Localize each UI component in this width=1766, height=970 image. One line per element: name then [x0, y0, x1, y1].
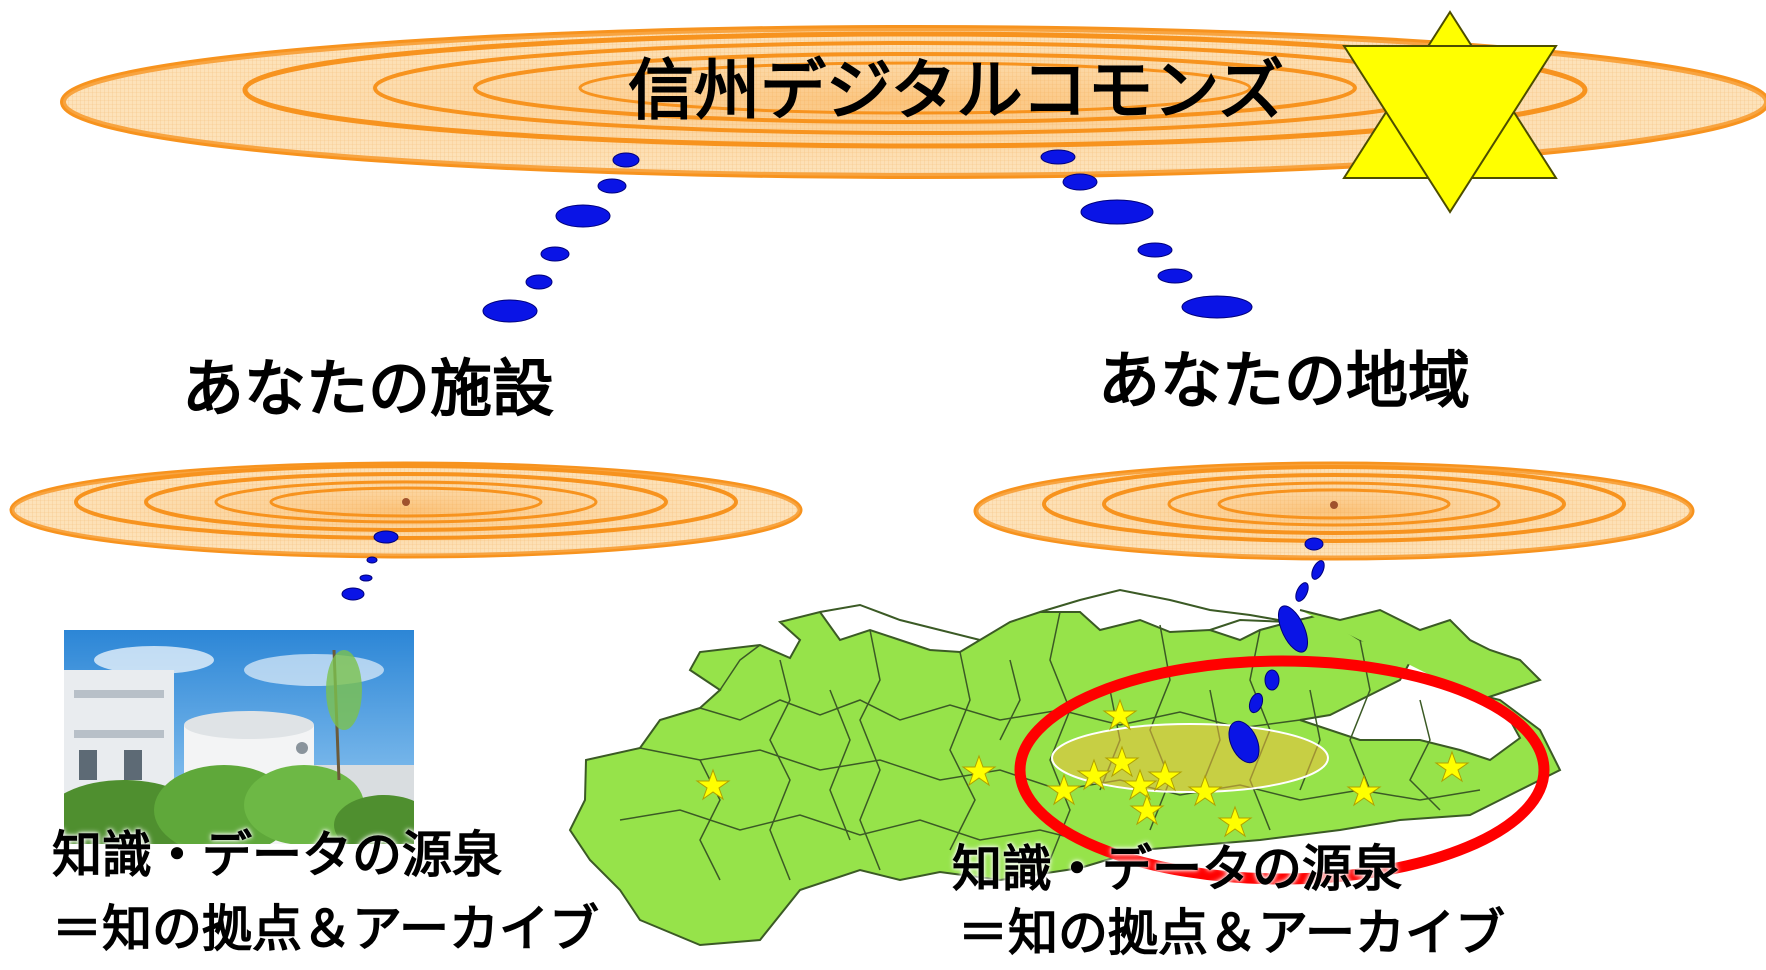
title-label: 信州デジタルコモンズ	[628, 52, 1285, 129]
region-heading: あなたの地域	[1098, 344, 1471, 417]
region-highlight-area	[1051, 723, 1329, 793]
region-disc	[973, 461, 1695, 561]
facility-connector-dots	[482, 152, 640, 323]
star-icon	[1129, 793, 1165, 826]
facility-disc	[9, 461, 803, 559]
star-icon	[1046, 773, 1082, 806]
star-icon	[695, 768, 731, 801]
facility-heading: あなたの施設	[182, 352, 555, 425]
building-photo	[64, 630, 414, 844]
map-stars	[695, 698, 1470, 838]
facility-lower-dots	[341, 530, 399, 601]
star-icon	[1102, 698, 1138, 731]
facility-source-line2: ＝知の拠点＆アーカイブ	[52, 900, 599, 958]
star-icon	[1104, 745, 1140, 778]
star-emblem-icon	[1342, 10, 1558, 214]
star-icon	[1187, 774, 1223, 807]
region-connector-dots	[1040, 149, 1253, 319]
region-source-line2: ＝知の拠点＆アーカイブ	[958, 904, 1505, 962]
region-focus-ring	[1014, 655, 1550, 885]
star-icon	[1217, 805, 1253, 838]
star-icon	[1147, 759, 1183, 792]
star-icon	[1434, 750, 1470, 783]
region-source-line1: 知識・データの源泉	[952, 840, 1402, 898]
facility-source-line1: 知識・データの源泉	[52, 826, 502, 884]
top-commons-disc	[60, 25, 1766, 179]
region-lower-dots	[1228, 537, 1325, 764]
star-icon	[1122, 768, 1158, 801]
star-icon	[1076, 758, 1112, 791]
star-icon	[1346, 774, 1382, 807]
star-icon	[961, 754, 997, 787]
